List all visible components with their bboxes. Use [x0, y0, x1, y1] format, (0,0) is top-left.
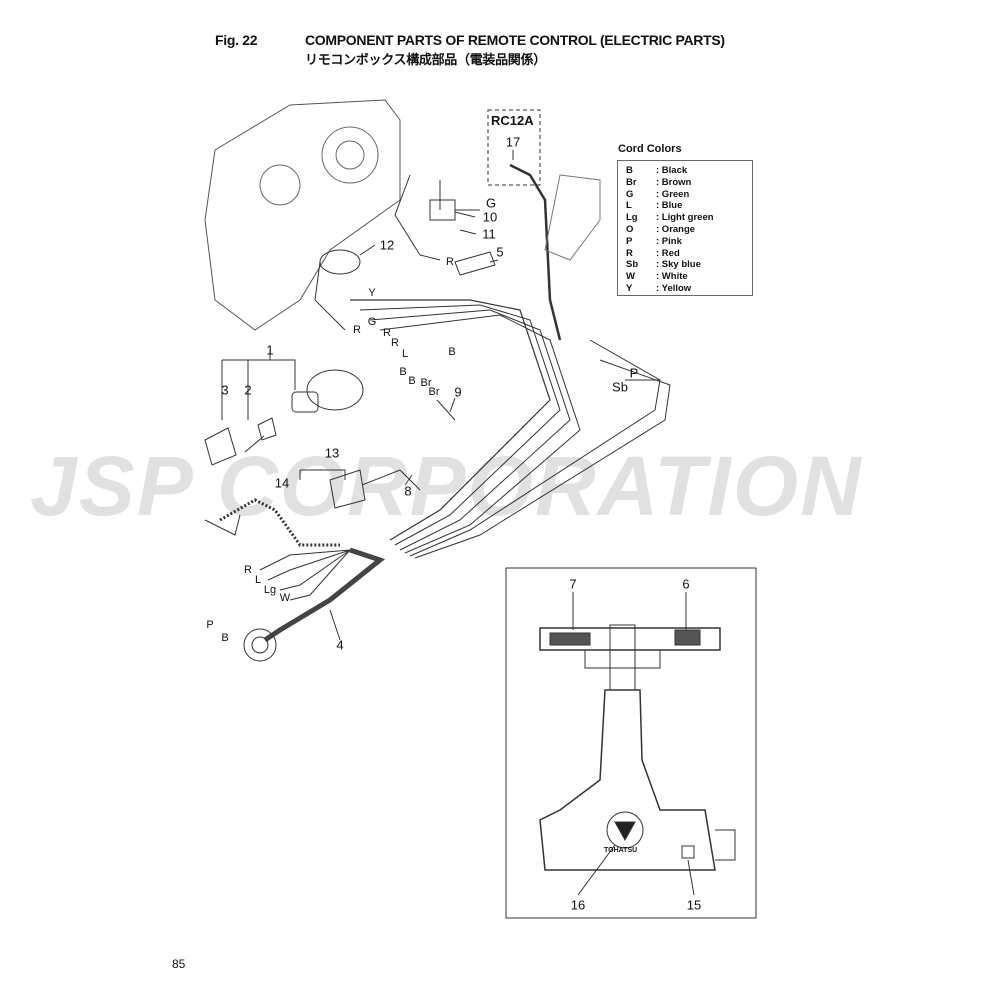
color-name: : Yellow — [656, 282, 692, 294]
callout-11: 11 — [482, 226, 496, 242]
wire-label: L — [254, 574, 262, 586]
wire-label: R — [353, 324, 361, 336]
callout-2: 2 — [244, 382, 252, 398]
page-title: COMPONENT PARTS OF REMOTE CONTROL (ELECT… — [305, 32, 725, 48]
color-name: : Black — [656, 165, 688, 176]
page-number: 85 — [172, 957, 186, 971]
legend-row: B : Black — [626, 165, 752, 177]
wire-label: R — [446, 256, 454, 268]
color-name: : Green — [656, 188, 690, 200]
color-code: R — [626, 247, 633, 259]
callout-7: 7 — [569, 576, 577, 592]
color-name: : Brown — [656, 176, 692, 188]
legend-row: R : Red — [626, 248, 752, 260]
remote-housing — [204, 99, 401, 331]
wire-label: Sb — [612, 379, 628, 395]
callout-10: 10 — [482, 209, 498, 225]
wire-label: B — [221, 632, 229, 644]
legend-row: Lg : Light green — [626, 212, 752, 224]
color-name: : Sky blue — [656, 259, 701, 271]
color-code: P — [626, 235, 633, 247]
rc12a-box — [487, 109, 541, 186]
legend-row: G : Green — [626, 189, 752, 201]
color-code: Sb — [626, 259, 639, 271]
wire-label: B — [448, 346, 456, 358]
color-name: : Red — [656, 247, 680, 259]
wire-label: Br — [428, 386, 440, 398]
color-code: Br — [626, 176, 637, 188]
page-title-jp: リモコンボックス構成部品（電装品関係） — [305, 52, 546, 67]
color-name: : White — [656, 271, 688, 283]
wire-label: G — [485, 195, 497, 211]
callout-13: 13 — [324, 445, 340, 461]
callout-9: 9 — [454, 384, 462, 400]
legend-row: Sb : Sky blue — [626, 259, 752, 271]
color-name: : Blue — [656, 200, 683, 212]
wire-label: Br — [420, 377, 432, 389]
legend-row: Y : Yellow — [626, 283, 752, 295]
wire-label: R — [244, 564, 252, 576]
callout-6: 6 — [682, 576, 690, 592]
callout-3: 3 — [221, 382, 229, 398]
legend-row: W : White — [626, 271, 752, 283]
callout-8: 8 — [404, 483, 412, 499]
cord-colors-title: Cord Colors — [618, 143, 682, 155]
legend-row: Br : Brown — [626, 177, 752, 189]
color-name: : Pink — [656, 235, 682, 247]
color-code: G — [626, 188, 634, 200]
color-name: : Orange — [656, 223, 696, 235]
wire-label: G — [367, 316, 377, 328]
tohatsu-logo: TOHATSU — [604, 847, 638, 854]
wire-label: L — [401, 348, 409, 360]
model-label: RC12A — [491, 113, 534, 128]
color-code: B — [626, 165, 633, 176]
legend-row: O : Orange — [626, 224, 752, 236]
color-code: L — [626, 200, 632, 212]
callout-15: 15 — [686, 897, 702, 913]
color-code: Lg — [626, 212, 638, 224]
wire-label: P — [206, 619, 214, 631]
callout-17: 17 — [505, 134, 521, 150]
callout-16: 16 — [570, 897, 586, 913]
wire-label: B — [408, 375, 416, 387]
legend-row: P : Pink — [626, 236, 752, 248]
figure-number: Fig. 22 — [215, 32, 258, 48]
detail-frame — [505, 567, 757, 919]
wire-label: R — [383, 327, 391, 339]
color-code: Y — [626, 282, 633, 294]
callout-14: 14 — [274, 475, 290, 491]
wire-label: R — [391, 337, 399, 349]
color-code: W — [626, 271, 635, 283]
callout-4: 4 — [336, 637, 344, 653]
callout-12: 12 — [379, 237, 395, 253]
cord-colors-legend: B : Black Br : Brown G : Green L : Blue Lg : … — [617, 160, 753, 296]
callout-5: 5 — [496, 244, 504, 260]
callout-1: 1 — [266, 342, 274, 358]
color-code: O — [626, 223, 634, 235]
wire-label: Y — [368, 287, 376, 299]
color-name: : Light green — [656, 212, 714, 224]
wire-label: B — [399, 366, 407, 378]
wire-label: Lg — [263, 584, 277, 596]
wire-label: P — [629, 365, 639, 381]
wire-label: W — [279, 592, 291, 604]
legend-row: L : Blue — [626, 200, 752, 212]
